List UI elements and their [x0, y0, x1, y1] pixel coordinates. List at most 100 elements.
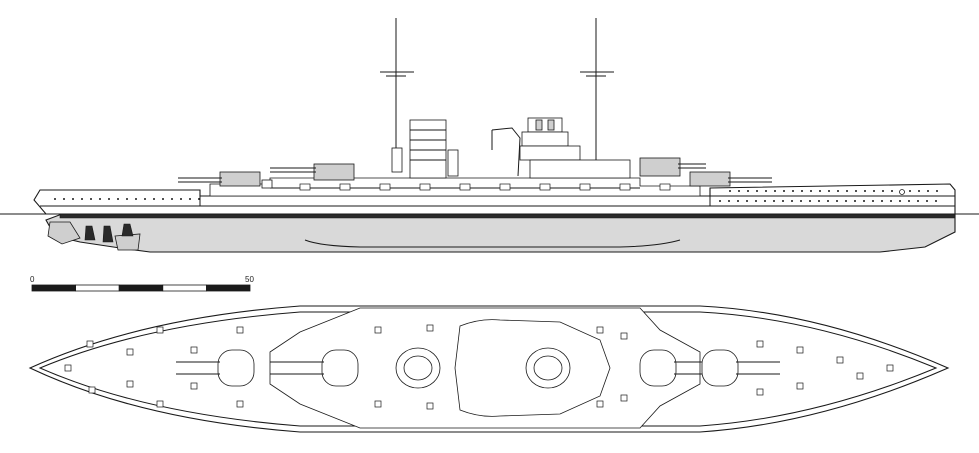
- porthole: [827, 200, 829, 202]
- porthole: [828, 190, 830, 192]
- porthole: [117, 198, 119, 200]
- scale-segments: [31, 284, 251, 292]
- porthole: [918, 190, 920, 192]
- porthole: [936, 190, 938, 192]
- porthole: [72, 198, 74, 200]
- porthole: [873, 190, 875, 192]
- deck-fitting: [236, 326, 244, 334]
- crane: [491, 127, 521, 177]
- porthole: [881, 200, 883, 202]
- deck-fitting: [86, 340, 94, 348]
- aft-mast: [380, 18, 414, 173]
- porthole: [728, 200, 730, 202]
- casemate-port: [339, 183, 351, 191]
- deck-fitting: [236, 400, 244, 408]
- casemate-port: [299, 183, 311, 191]
- deck-fitting: [156, 400, 164, 408]
- deck-fitting: [190, 346, 198, 354]
- casemate-port: [619, 183, 631, 191]
- porthole: [90, 198, 92, 200]
- deck-fitting: [426, 324, 434, 332]
- deck-fitting: [126, 348, 134, 356]
- deck-fitting: [374, 400, 382, 408]
- casemate-port: [379, 183, 391, 191]
- porthole: [153, 198, 155, 200]
- plan-turrets: [176, 349, 780, 387]
- scale-segment: [118, 284, 164, 292]
- porthole: [909, 190, 911, 192]
- porthole: [63, 198, 65, 200]
- scale-end-label: 50: [245, 275, 254, 284]
- fore-mast: [580, 18, 614, 160]
- casemate-port: [499, 183, 511, 191]
- porthole: [198, 198, 200, 200]
- porthole: [792, 190, 794, 192]
- casemate-port: [419, 183, 431, 191]
- deck-fitting: [620, 332, 628, 340]
- porthole: [854, 200, 856, 202]
- porthole: [872, 200, 874, 202]
- porthole: [908, 200, 910, 202]
- scale-segment: [75, 284, 120, 292]
- porthole: [756, 190, 758, 192]
- porthole: [837, 190, 839, 192]
- deck-fitting: [426, 402, 434, 410]
- porthole: [882, 190, 884, 192]
- deck-fitting: [374, 326, 382, 334]
- porthole: [809, 200, 811, 202]
- porthole: [846, 190, 848, 192]
- portholes: [54, 190, 938, 202]
- plan-view: [28, 305, 950, 433]
- casemate-port: [579, 183, 591, 191]
- porthole: [927, 190, 929, 192]
- aft-turrets: [178, 163, 355, 189]
- plan-funnels: [395, 347, 571, 389]
- porthole: [719, 200, 721, 202]
- porthole: [126, 198, 128, 200]
- porthole: [818, 200, 820, 202]
- porthole: [746, 200, 748, 202]
- porthole: [738, 190, 740, 192]
- deck-fitting: [796, 346, 804, 354]
- deck-fitting: [756, 388, 764, 396]
- porthole: [801, 190, 803, 192]
- deck-fittings: [64, 324, 894, 410]
- bilge-keel: [304, 239, 681, 248]
- scale-segment: [31, 284, 76, 292]
- scale-start-label: 0: [30, 275, 35, 284]
- deck-fitting: [190, 382, 198, 390]
- deck-fitting: [620, 394, 628, 402]
- porthole: [917, 200, 919, 202]
- porthole: [765, 190, 767, 192]
- deck-fitting: [856, 372, 864, 380]
- porthole: [890, 200, 892, 202]
- porthole: [764, 200, 766, 202]
- porthole: [108, 198, 110, 200]
- porthole: [81, 198, 83, 200]
- scale-bar: 0 50: [30, 275, 254, 292]
- lower-hull: [45, 213, 956, 253]
- casemate-port: [459, 183, 471, 191]
- deck-fitting: [596, 400, 604, 408]
- porthole: [863, 200, 865, 202]
- porthole: [54, 198, 56, 200]
- deck-fitting: [836, 356, 844, 364]
- porthole: [935, 200, 937, 202]
- porthole: [747, 190, 749, 192]
- porthole: [774, 190, 776, 192]
- casemate-port: [659, 183, 671, 191]
- funnel: [409, 119, 459, 179]
- porthole: [755, 200, 757, 202]
- deck-fitting: [88, 386, 96, 394]
- porthole: [926, 200, 928, 202]
- porthole: [162, 198, 164, 200]
- porthole: [800, 200, 802, 202]
- porthole: [836, 200, 838, 202]
- porthole: [810, 190, 812, 192]
- porthole: [144, 198, 146, 200]
- porthole: [899, 200, 901, 202]
- propellers: [47, 221, 141, 251]
- porthole: [773, 200, 775, 202]
- porthole: [180, 198, 182, 200]
